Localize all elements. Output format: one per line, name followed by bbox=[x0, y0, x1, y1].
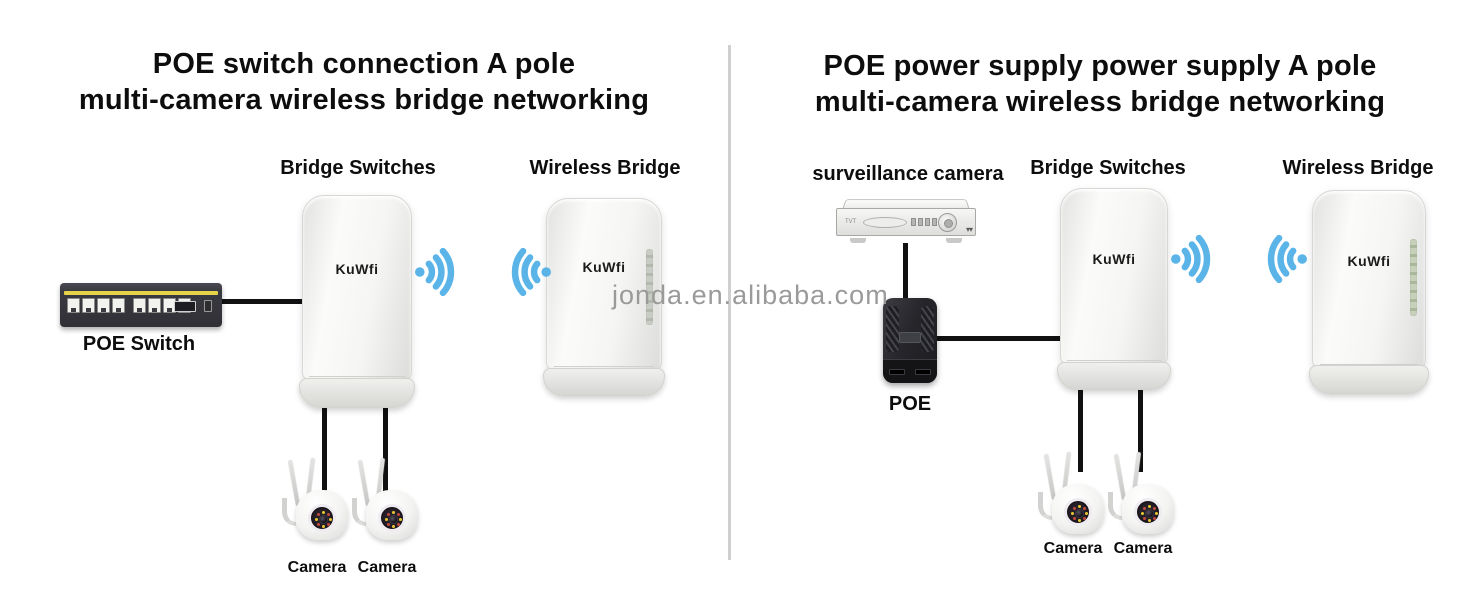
watermark-text: jonda.en.alibaba.com bbox=[612, 280, 889, 310]
dvr-foot bbox=[850, 238, 866, 243]
camera-face bbox=[308, 504, 336, 532]
poe-switch-sfp-port bbox=[174, 301, 196, 312]
left-bridge-switches-label: Bridge Switches bbox=[280, 157, 436, 179]
panel-divider bbox=[728, 45, 731, 560]
camera-face bbox=[1134, 498, 1162, 526]
right-title-line1: POE power supply power supply A pole bbox=[823, 50, 1377, 82]
ptz-camera bbox=[282, 457, 350, 556]
dvr-brand-mark: TVT bbox=[845, 219, 857, 225]
left-bridge-switches-device: KuWfi bbox=[298, 195, 416, 408]
poe-switch-stripe bbox=[64, 291, 218, 295]
wifi-signal-icon bbox=[502, 238, 554, 306]
right-camera2-label: Camera bbox=[1113, 540, 1173, 557]
left-camera1-label: Camera bbox=[287, 559, 347, 576]
cpe-led-strip bbox=[646, 249, 653, 325]
poe-switch-device bbox=[60, 283, 222, 327]
poe-port bbox=[915, 369, 931, 375]
poe-vents bbox=[921, 306, 934, 352]
brand-logo: KuWfi bbox=[1347, 253, 1391, 270]
poe-label: POE bbox=[888, 393, 932, 415]
brand-logo: KuWfi bbox=[1092, 250, 1136, 267]
poe-nameplate bbox=[899, 332, 921, 343]
wire-bridge-to-camera1 bbox=[322, 408, 327, 493]
dvr-front-panel: TVT ▾▾ bbox=[836, 208, 976, 236]
right-bridge-switches-device: KuWfi bbox=[1056, 188, 1172, 390]
wire-poeswitch-to-bridge bbox=[222, 299, 303, 304]
wire-bridge-to-camera1 bbox=[1078, 390, 1083, 472]
cpe-body bbox=[546, 198, 662, 373]
poe-switch-ports bbox=[67, 298, 191, 313]
wifi-signal-icon bbox=[412, 238, 464, 306]
camera-lens-icon bbox=[389, 515, 398, 524]
cpe-led-strip bbox=[1410, 238, 1417, 317]
camera-bracket bbox=[1108, 492, 1122, 520]
camera-lens-icon bbox=[1145, 509, 1154, 518]
right-wireless-bridge-device: KuWfi bbox=[1308, 190, 1430, 394]
dvr-jog-dial bbox=[938, 213, 957, 232]
ptz-camera bbox=[1108, 451, 1176, 550]
camera-bracket bbox=[282, 498, 296, 526]
dvr-recess bbox=[863, 217, 907, 228]
right-title-line2: multi-camera wireless bridge networking bbox=[814, 86, 1386, 118]
surveillance-camera-label: surveillance camera bbox=[812, 163, 1004, 185]
poe-port bbox=[889, 369, 905, 375]
camera-face bbox=[378, 504, 406, 532]
left-title-line2: multi-camera wireless bridge networking bbox=[78, 84, 650, 116]
left-title-line1: POE switch connection A pole bbox=[152, 48, 576, 80]
left-title: POE switch connection A pole multi-camer… bbox=[0, 46, 728, 118]
left-wireless-bridge-label: Wireless Bridge bbox=[529, 157, 681, 179]
right-camera1-label: Camera bbox=[1043, 540, 1103, 557]
dvr-arrow-buttons: ▾▾ bbox=[965, 225, 973, 234]
camera-lens-icon bbox=[1075, 509, 1084, 518]
camera-face bbox=[1064, 498, 1092, 526]
right-wireless-bridge-label: Wireless Bridge bbox=[1282, 157, 1434, 179]
left-wireless-bridge-device: KuWfi bbox=[542, 198, 666, 396]
wire-poe-to-bridge bbox=[937, 336, 1063, 341]
ptz-camera bbox=[352, 457, 420, 556]
right-bridge-switches-label: Bridge Switches bbox=[1030, 157, 1186, 179]
camera-dome bbox=[1052, 484, 1104, 534]
camera-dome bbox=[1122, 484, 1174, 534]
poe-switch-label: POE Switch bbox=[82, 333, 196, 355]
wire-dvr-to-poe bbox=[903, 243, 908, 300]
cpe-body bbox=[1060, 188, 1168, 366]
dvr-foot bbox=[946, 238, 962, 243]
wifi-signal-icon bbox=[1258, 226, 1310, 292]
cpe-cap bbox=[542, 368, 666, 396]
ptz-camera bbox=[1038, 451, 1106, 550]
right-title: POE power supply power supply A pole mul… bbox=[736, 48, 1464, 120]
left-camera2-label: Camera bbox=[357, 559, 417, 576]
cpe-cap bbox=[298, 378, 416, 408]
wire-bridge-to-camera2 bbox=[1138, 390, 1143, 472]
brand-logo: KuWfi bbox=[335, 261, 379, 278]
brand-logo: KuWfi bbox=[582, 259, 626, 276]
surveillance-recorder-device: TVT ▾▾ bbox=[836, 198, 976, 243]
camera-dome bbox=[296, 490, 348, 540]
camera-bracket bbox=[352, 498, 366, 526]
camera-dome bbox=[366, 490, 418, 540]
camera-bracket bbox=[1038, 492, 1052, 520]
wifi-signal-icon bbox=[1168, 226, 1220, 292]
poe-injector-device bbox=[883, 298, 937, 383]
cpe-body bbox=[1312, 190, 1426, 370]
camera-lens-icon bbox=[319, 515, 328, 524]
cpe-body bbox=[302, 195, 412, 383]
wire-bridge-to-camera2 bbox=[383, 408, 388, 493]
cpe-cap bbox=[1308, 365, 1430, 394]
poe-switch-led bbox=[204, 300, 212, 312]
poe-vents bbox=[886, 306, 899, 352]
cpe-cap bbox=[1056, 361, 1172, 390]
